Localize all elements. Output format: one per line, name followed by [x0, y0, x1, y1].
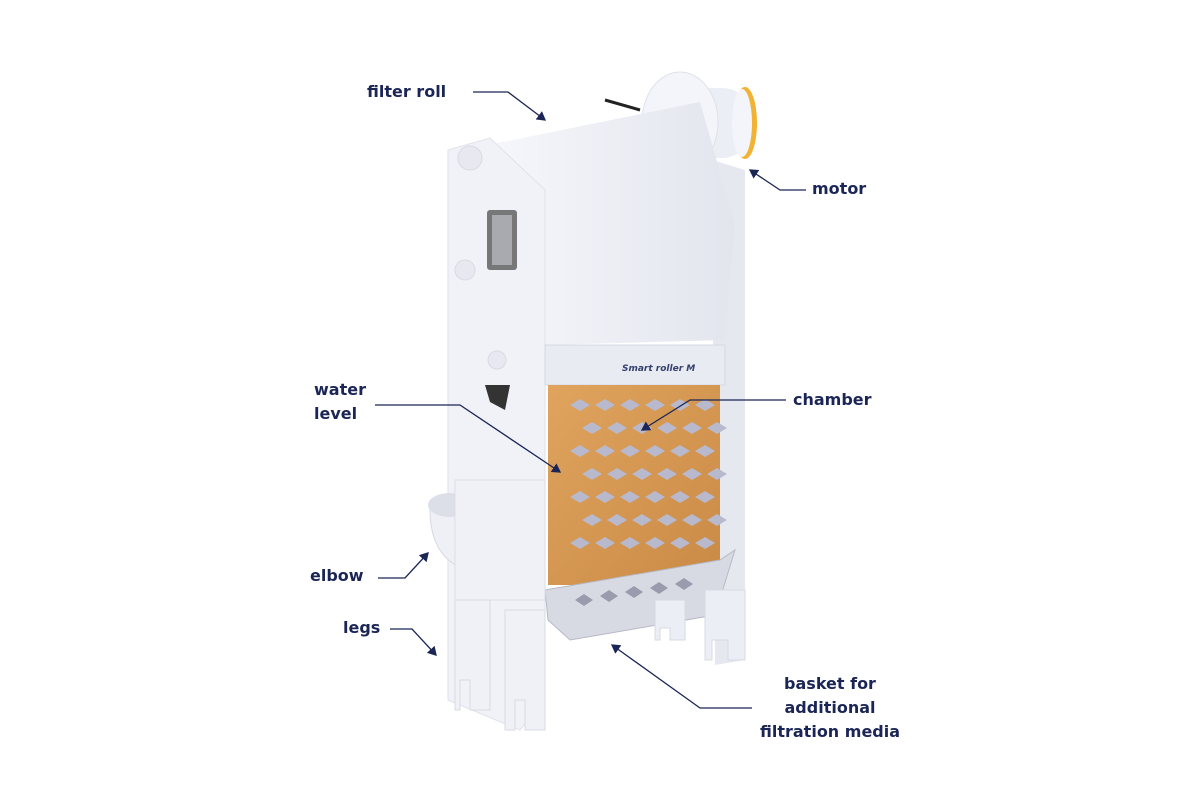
product-logo: Smart roller M — [622, 364, 696, 374]
label-legs: legs — [343, 618, 381, 637]
chamber-hole — [670, 491, 690, 503]
label-motor: motor — [812, 179, 867, 198]
chamber-hole — [707, 468, 727, 480]
chamber-hole — [682, 422, 702, 434]
chamber-hole — [670, 537, 690, 549]
leader-line-elbow — [378, 552, 429, 579]
leader-line-legs — [390, 628, 437, 656]
chamber-hole — [657, 422, 677, 434]
chamber-hole — [707, 514, 727, 526]
chamber-hole — [645, 537, 665, 549]
chamber-hole — [570, 445, 590, 457]
chamber-hole — [620, 491, 640, 503]
chamber-hole — [632, 468, 652, 480]
leader-lines — [375, 91, 806, 709]
chamber-hole — [670, 445, 690, 457]
basket-hole — [625, 586, 643, 598]
leg-shape — [704, 589, 746, 661]
chamber-hole — [607, 422, 627, 434]
chamber-shape — [548, 385, 720, 585]
chamber-hole — [620, 399, 640, 411]
chamber-hole — [645, 445, 665, 457]
leader-line-chamber — [640, 399, 786, 431]
leg-shape — [654, 599, 686, 641]
chamber-hole — [645, 399, 665, 411]
chamber-hole — [570, 537, 590, 549]
chamber-hole — [695, 399, 715, 411]
logo-bar — [544, 344, 726, 386]
leader-line-filter-roll — [473, 91, 547, 121]
chamber-hole — [682, 468, 702, 480]
label-filter-roll: filter roll — [367, 82, 447, 101]
basket-hole — [650, 582, 668, 594]
chamber-hole — [607, 514, 627, 526]
leader-line-water-level — [375, 404, 562, 473]
chamber-hole — [632, 514, 652, 526]
basket-hole — [600, 590, 618, 602]
chamber-hole — [595, 491, 615, 503]
label-chamber: chamber — [793, 390, 872, 409]
label-basket-line2: additional — [784, 698, 876, 717]
panel-knob — [457, 145, 483, 171]
basket-hole — [575, 594, 593, 606]
label-water-level-line1: water — [314, 380, 366, 399]
chamber-hole — [570, 399, 590, 411]
label-basket: basket for additional filtration media — [760, 672, 900, 744]
chamber-hole — [595, 537, 615, 549]
chamber-hole — [570, 491, 590, 503]
label-elbow: elbow — [310, 566, 364, 585]
chamber-hole — [657, 514, 677, 526]
chamber-hole — [582, 422, 602, 434]
label-basket-line1: basket for — [784, 674, 876, 693]
panel-knob — [454, 259, 476, 281]
leader-line-basket — [610, 644, 752, 709]
leader-line-motor — [748, 169, 806, 191]
chamber-hole — [595, 445, 615, 457]
panel-knob — [487, 350, 507, 370]
chamber-hole — [657, 468, 677, 480]
chamber-hole — [595, 399, 615, 411]
chamber-hole — [607, 468, 627, 480]
label-basket-line3: filtration media — [760, 722, 901, 741]
leg-shape — [504, 609, 546, 731]
chamber-hole — [582, 514, 602, 526]
chamber-hole — [695, 491, 715, 503]
elbow-shape — [428, 479, 546, 601]
chamber-hole — [620, 537, 640, 549]
label-water-level-line2: level — [314, 404, 358, 423]
label-water-level: water level — [314, 378, 366, 426]
chamber-hole — [645, 491, 665, 503]
basket-hole — [675, 578, 693, 590]
chamber-hole — [670, 399, 690, 411]
chamber-hole — [707, 422, 727, 434]
filter-roll-shape — [488, 102, 735, 345]
chamber-hole — [695, 445, 715, 457]
chamber-hole — [695, 537, 715, 549]
chamber-hole — [682, 514, 702, 526]
chamber-hole — [620, 445, 640, 457]
leg-shape — [454, 599, 491, 711]
chamber-hole — [582, 468, 602, 480]
